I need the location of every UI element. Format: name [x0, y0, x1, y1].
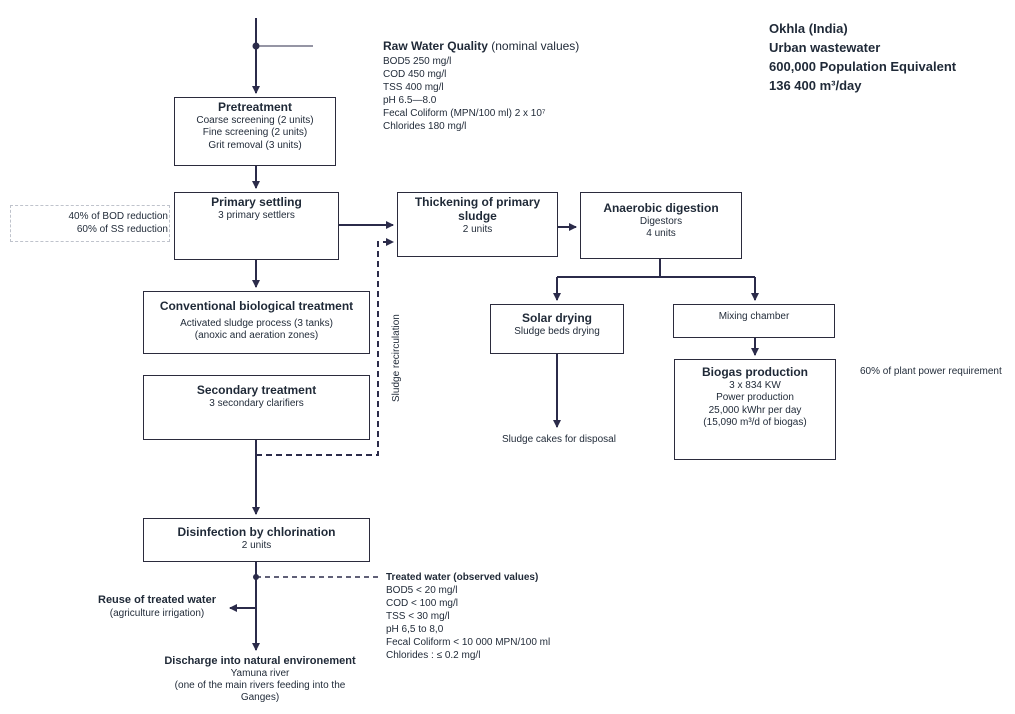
raw-water-line: COD 450 mg/l: [383, 68, 447, 80]
power-note: 60% of plant power requirement: [860, 365, 1002, 378]
treated-water-quality: Treated water (observed values) BOD5 < 2…: [386, 571, 550, 662]
header-population: 600,000 Population Equivalent: [769, 58, 957, 74]
thickening-box: Thickening of primary sludge 2 units: [397, 192, 558, 257]
primary-settling-box: Primary settling 3 primary settlers: [174, 192, 339, 260]
anaerobic-digestion-box: Anaerobic digestion Digestors 4 units: [580, 192, 742, 259]
primary-settling-line: 3 primary settlers: [218, 209, 295, 221]
disinfection-line: 2 units: [241, 539, 272, 551]
raw-water-subtitle: (nominal values): [491, 39, 580, 53]
secondary-title: Secondary treatment: [196, 383, 317, 397]
secondary-treatment-box: Secondary treatment 3 secondary clarifie…: [143, 375, 370, 440]
biogas-production-box: Biogas production 3 x 834 KW Power produ…: [674, 359, 836, 460]
treated-water-line: BOD5 < 20 mg/l: [386, 585, 458, 596]
header-flow: 136 400 m³/day: [769, 77, 862, 93]
conventional-line: Activated sludge process (3 tanks): [180, 317, 333, 329]
power-note-text: 60% of plant power requirement: [860, 366, 1002, 377]
biogas-line: (15,090 m³/d of biogas): [703, 417, 807, 429]
treated-water-line: Chlorides : ≤ 0.2 mg/l: [386, 650, 481, 661]
treated-water-title: Treated water (observed values): [386, 572, 539, 583]
pretreatment-box: Pretreatment Coarse screening (2 units) …: [174, 97, 336, 166]
reduction-note: 40% of BOD reduction 60% of SS reduction: [18, 210, 169, 236]
sludge-disposal: Sludge cakes for disposal: [502, 433, 616, 446]
raw-water-quality: Raw Water Quality (nominal values) BOD5 …: [383, 39, 579, 133]
treated-water-line: pH 6,5 to 8,0: [386, 624, 444, 635]
sludge-recirculation-label: Sludge recirculation: [391, 314, 402, 402]
disinfection-box: Disinfection by chlorination 2 units: [143, 518, 370, 562]
treated-water-line: COD < 100 mg/l: [386, 598, 458, 609]
pretreatment-line: Coarse screening (2 units): [196, 114, 314, 126]
thickening-line: 2 units: [462, 223, 493, 235]
biogas-line: 25,000 kWhr per day: [708, 404, 802, 416]
raw-water-line: pH 6.5—8.0: [383, 94, 437, 106]
mixing-label: Mixing chamber: [718, 311, 790, 322]
reduction-line: 40% of BOD reduction: [68, 211, 169, 222]
pretreatment-line: Grit removal (3 units): [208, 139, 302, 151]
anaerobic-line: 4 units: [646, 228, 676, 240]
pretreatment-line: Fine screening (2 units): [202, 127, 308, 139]
conventional-treatment-box: Conventional biological treatment Activa…: [143, 291, 370, 354]
raw-water-line: Fecal Coliform (MPN/100 ml) 2 x 10⁷: [383, 107, 546, 119]
pretreatment-title: Pretreatment: [217, 100, 293, 114]
reduction-line: 60% of SS reduction: [76, 224, 168, 235]
raw-water-line: TSS 400 mg/l: [383, 81, 444, 93]
header-type: Urban wastewater: [769, 39, 881, 55]
reuse-note: Reuse of treated water (agriculture irri…: [92, 593, 222, 620]
disinfection-title: Disinfection by chlorination: [177, 525, 336, 539]
treated-water-line: TSS < 30 mg/l: [386, 611, 450, 622]
raw-water-line: Chlorides 180 mg/l: [383, 120, 467, 132]
reuse-sub: (agriculture irrigation): [109, 608, 205, 620]
anaerobic-line: Digestors: [639, 215, 683, 227]
conventional-title: Conventional biological treatment: [159, 299, 354, 313]
conventional-line: (anoxic and aeration zones): [194, 330, 319, 342]
primary-settling-title: Primary settling: [211, 195, 302, 209]
header-location: Okhla (India): [769, 21, 848, 36]
reuse-title: Reuse of treated water: [98, 594, 216, 606]
solar-drying-box: Solar drying Sludge beds drying: [490, 304, 624, 354]
biogas-line: Power production: [716, 392, 794, 404]
sludge-recirculation-line: [256, 238, 394, 456]
reduction-note-frame: [10, 205, 170, 242]
raw-water-line: BOD5 250 mg/l: [383, 55, 452, 67]
solar-title: Solar drying: [521, 311, 592, 325]
discharge-title: Discharge into natural environement: [164, 655, 356, 667]
sludge-disposal-text: Sludge cakes for disposal: [502, 434, 616, 445]
thickening-title: Thickening of primary sludge: [414, 195, 541, 223]
discharge-line: Ganges): [240, 692, 280, 704]
discharge-note: Discharge into natural environement Yamu…: [150, 655, 370, 704]
anaerobic-title: Anaerobic digestion: [603, 201, 719, 215]
mixing-chamber-box: Mixing chamber: [673, 304, 835, 338]
biogas-title: Biogas production: [702, 365, 808, 379]
treated-water-line: Fecal Coliform < 10 000 MPN/100 ml: [386, 637, 551, 648]
plant-header: Okhla (India) Urban wastewater 600,000 P…: [769, 20, 956, 95]
solar-line: Sludge beds drying: [514, 325, 600, 337]
discharge-line: Yamuna river: [230, 668, 290, 680]
biogas-line: 3 x 834 KW: [729, 379, 781, 391]
discharge-line: (one of the main rivers feeding into the: [174, 680, 346, 692]
secondary-line: 3 secondary clarifiers: [209, 397, 304, 409]
raw-water-title: Raw Water Quality: [383, 39, 488, 53]
